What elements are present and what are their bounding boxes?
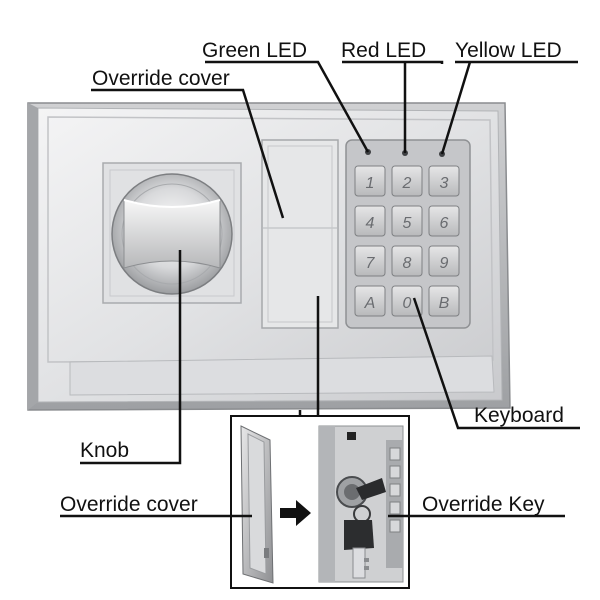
leader-green-led bbox=[205, 60, 370, 153]
leader-override-cover-top bbox=[91, 88, 285, 219]
green-led-label: Green LED bbox=[202, 39, 308, 62]
key-label: 0 bbox=[403, 295, 412, 312]
override-cover-bottom-label: Override cover bbox=[60, 493, 198, 516]
keypad-key[interactable]: 8 bbox=[391, 245, 423, 277]
override-key-label: Override Key bbox=[422, 493, 545, 516]
key-label: A bbox=[364, 295, 376, 312]
keypad-key[interactable]: A bbox=[354, 285, 386, 317]
leader-keyboard bbox=[412, 297, 580, 430]
removed-cover bbox=[240, 425, 274, 584]
keypad-key[interactable]: 1 bbox=[354, 165, 386, 197]
override-key-photo bbox=[318, 425, 404, 583]
key-label: B bbox=[439, 295, 450, 312]
key-label: 4 bbox=[366, 215, 375, 232]
knob-label: Knob bbox=[80, 439, 130, 462]
key-label: 1 bbox=[366, 175, 375, 192]
key-label: 2 bbox=[402, 175, 412, 192]
keypad-key[interactable]: 7 bbox=[354, 245, 386, 277]
yellow-led-label: Yellow LED bbox=[455, 39, 562, 62]
arrow-right-icon bbox=[280, 500, 311, 526]
key-label: 8 bbox=[403, 255, 412, 272]
leader-inset bbox=[298, 410, 320, 416]
keypad-key[interactable]: 5 bbox=[391, 205, 423, 237]
override-cover-top-label: Override cover bbox=[92, 67, 230, 90]
keypad-key[interactable]: 2 bbox=[391, 165, 423, 197]
key-label: 7 bbox=[366, 255, 376, 272]
key-label: 5 bbox=[403, 215, 412, 232]
keypad-key[interactable]: 3 bbox=[428, 165, 460, 197]
keypad-key[interactable]: B bbox=[428, 285, 460, 317]
key-label: 9 bbox=[440, 255, 449, 272]
keypad-key[interactable]: 0 bbox=[391, 285, 423, 317]
leader-lines bbox=[60, 60, 580, 518]
key-label: 3 bbox=[440, 175, 449, 192]
key-label: 6 bbox=[440, 215, 449, 232]
keypad-key[interactable]: 9 bbox=[428, 245, 460, 277]
knob[interactable] bbox=[111, 173, 233, 295]
keyboard-label: Keyboard bbox=[474, 404, 564, 427]
leader-red-led bbox=[342, 60, 444, 153]
leader-yellow-led bbox=[440, 60, 578, 155]
keypad-key[interactable]: 4 bbox=[354, 205, 386, 237]
keypad-key[interactable]: 6 bbox=[428, 205, 460, 237]
leader-knob bbox=[80, 250, 182, 465]
override-cover-panel[interactable] bbox=[261, 139, 339, 329]
red-led-label: Red LED bbox=[341, 39, 427, 62]
